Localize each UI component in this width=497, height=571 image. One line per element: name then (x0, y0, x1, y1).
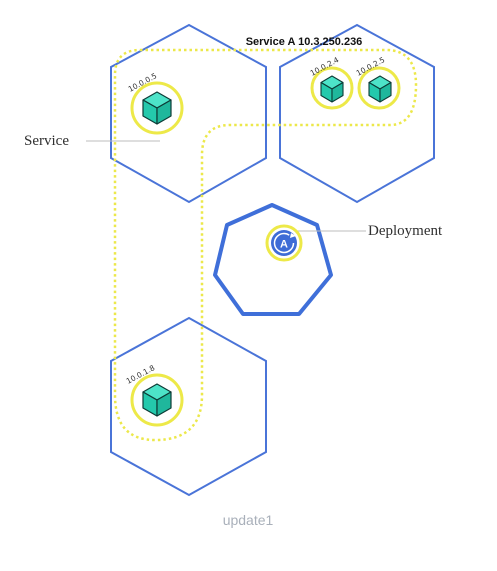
deployment-icon: A (265, 224, 303, 262)
cube-icon (368, 75, 392, 103)
deployment-badge-label: A (280, 239, 288, 251)
pod-10-0-2-5: 10.0.2.5 (355, 55, 401, 110)
service-title: Service A 10.3.250.236 (246, 36, 363, 48)
caption: update1 (223, 512, 274, 528)
node-bottom-left (110, 316, 267, 497)
cube-icon (142, 91, 172, 125)
pod-10-0-2-4: 10.0.2.4 (309, 55, 354, 110)
node-top-right (279, 23, 435, 204)
nodes (110, 23, 435, 497)
pod-10-0-0-5: 10.0.0.5 (127, 71, 184, 135)
cube-icon (142, 383, 172, 417)
deployment-heptagon (213, 203, 333, 316)
deployment-label: Deployment (368, 223, 443, 239)
node-top-left (110, 23, 267, 204)
service-boundary (113, 48, 418, 442)
cube-icon (320, 75, 344, 103)
service-label: Service (24, 133, 69, 149)
pod-10-0-1-8: 10.0.1.8 (125, 363, 184, 427)
